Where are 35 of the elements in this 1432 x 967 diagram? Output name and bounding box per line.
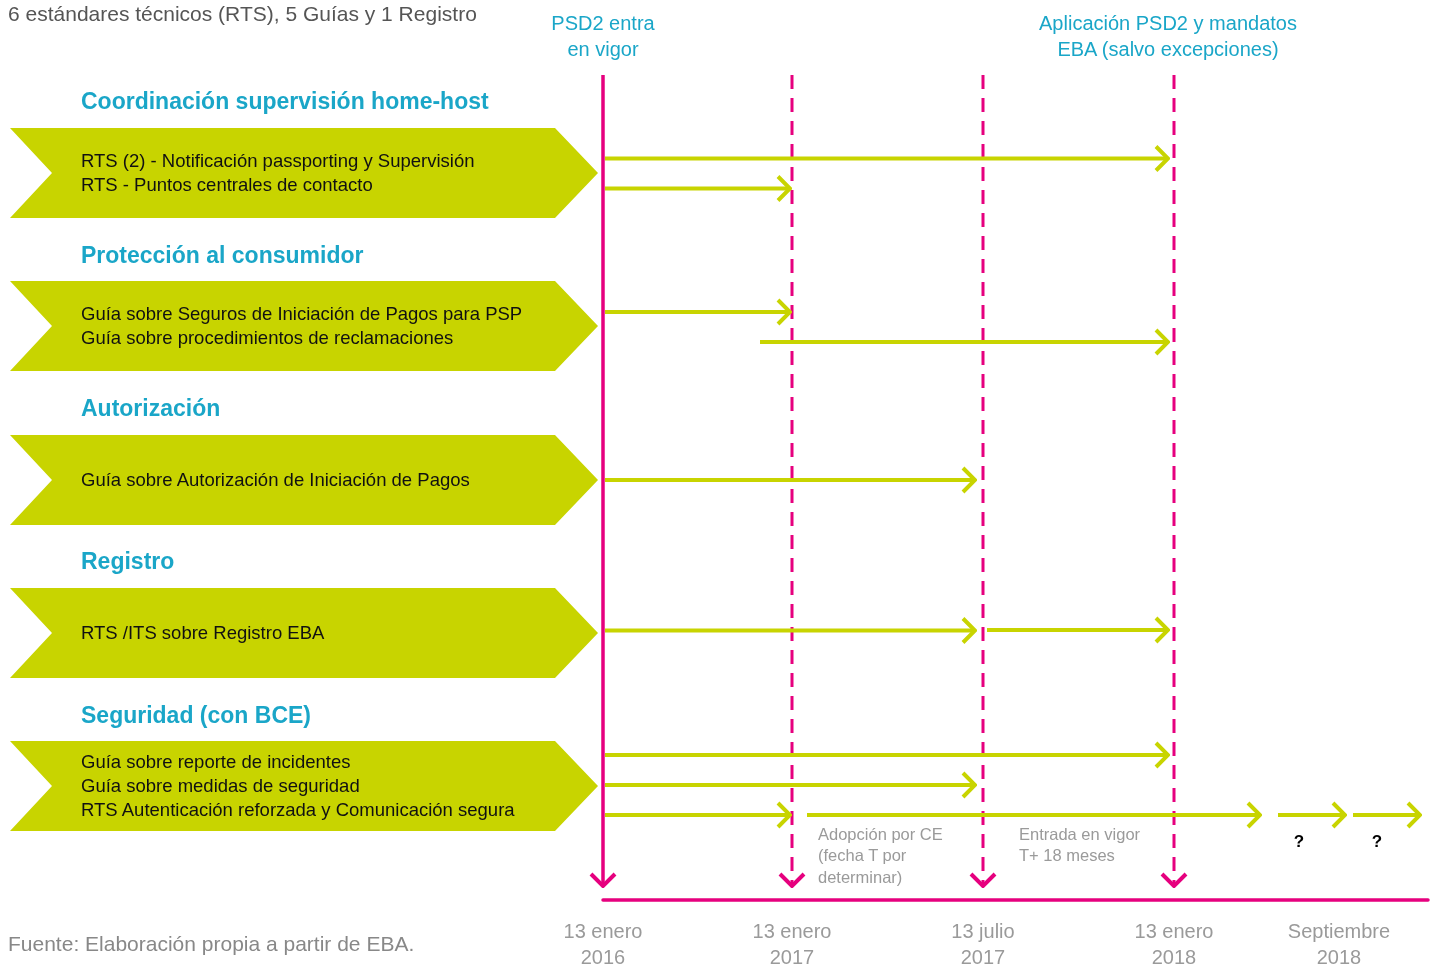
timeline-arrow xyxy=(605,741,1170,769)
milestone-label: PSD2 entra en vigor xyxy=(550,11,656,62)
date-label: Septiembre 2018 xyxy=(1286,919,1392,967)
item-text: Guía sobre procedimientos de reclamaciones xyxy=(80,326,455,350)
date-label: 13 enero 2016 xyxy=(562,919,644,967)
timeline-arrow xyxy=(605,466,977,494)
category-heading: Seguridad (con BCE) xyxy=(80,702,312,729)
item-text: Guía sobre medidas de seguridad xyxy=(80,774,361,798)
category-heading: Coordinación supervisión home-host xyxy=(80,88,490,115)
chart-title: 6 estándares técnicos (RTS), 5 Guías y 1 Registro xyxy=(8,1,477,27)
milestone-label: Aplicación PSD2 y mandatos EBA (salvo excepciones) xyxy=(1038,11,1298,62)
item-text: Guía sobre Autorización de Iniciación de Pagos xyxy=(80,468,471,492)
date-label: 13 enero 2018 xyxy=(1133,919,1215,967)
category-heading: Autorización xyxy=(80,395,222,422)
item-text: Guía sobre Seguros de Iniciación de Pagos para PSP xyxy=(80,302,524,326)
timeline-arrow xyxy=(605,616,977,645)
source-caption: Fuente: Elaboración propia a partir de EBA. xyxy=(8,931,415,957)
category-heading: Registro xyxy=(80,548,176,575)
date-label: 13 enero 2017 xyxy=(751,919,833,967)
note-text: Entrada en vigor T+ 18 meses xyxy=(1019,824,1142,867)
item-text: Guía sobre reporte de incidentes xyxy=(80,750,352,774)
date-label: 13 julio 2017 xyxy=(950,919,1016,967)
item-text: RTS - Puntos centrales de contacto xyxy=(80,173,374,197)
note-text: Adopción por CE (fecha T por determinar) xyxy=(818,824,944,888)
timeline-arrow xyxy=(605,298,792,326)
question-mark: ? xyxy=(1292,831,1306,853)
timeline-arrow xyxy=(605,771,977,799)
timeline-arrow xyxy=(605,144,1170,173)
question-mark: ? xyxy=(1370,831,1384,853)
timeline-arrow xyxy=(605,174,792,203)
item-text: RTS /ITS sobre Registro EBA xyxy=(80,621,326,645)
category-heading: Protección al consumidor xyxy=(80,242,365,269)
timeline-arrow xyxy=(605,801,792,829)
item-text: RTS (2) - Notificación passporting y Supervisión xyxy=(80,149,476,173)
item-text: RTS Autenticación reforzada y Comunicación segura xyxy=(80,798,516,822)
